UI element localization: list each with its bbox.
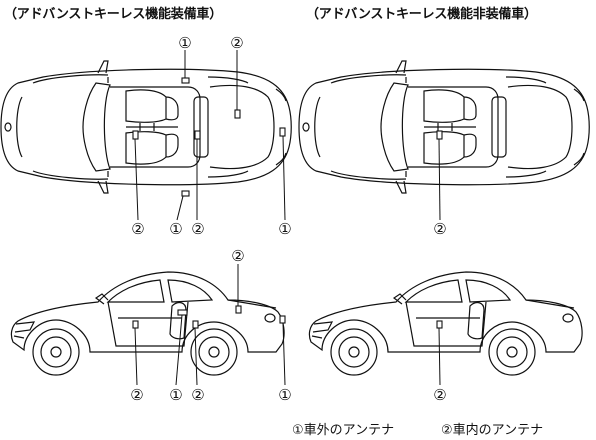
antenna-inside-side-front-non-keyless <box>436 320 443 329</box>
antenna-inside-top-front <box>132 130 139 140</box>
antenna-inside-top-center <box>194 130 201 140</box>
antenna-outside-side-rear <box>279 315 286 324</box>
marker-inside-2: ② <box>131 220 144 238</box>
title-without-keyless: （アドバンストキーレス機能非装備車） <box>306 7 537 22</box>
marker-outside-2: ① <box>169 220 182 238</box>
antenna-inside-top-front-non-keyless <box>436 130 443 140</box>
car-side-view-with-keyless <box>10 271 285 376</box>
antenna-outside-top-rear <box>279 127 286 137</box>
marker-outside-1: ① <box>178 34 191 52</box>
car-top-view-with-keyless <box>0 60 292 194</box>
antenna-inside-side-front <box>132 320 139 329</box>
antenna-outside-side-door-handle <box>177 309 188 316</box>
marker-inside-1: ② <box>230 34 243 52</box>
marker-inside-8: ② <box>433 386 446 404</box>
marker-outside-4: ① <box>169 386 182 404</box>
legend-inside-antenna: ②車内のアンテナ <box>441 423 544 438</box>
antenna-outside-top-left-door <box>181 77 190 84</box>
marker-inside-6: ② <box>130 386 143 404</box>
title-with-keyless: （アドバンストキーレス機能装備車） <box>4 7 222 22</box>
marker-inside-7: ② <box>191 386 204 404</box>
legend-outside-antenna: ①車外のアンテナ <box>292 423 395 438</box>
antenna-outside-top-right-door <box>181 190 190 197</box>
marker-outside-5: ① <box>278 386 291 404</box>
antenna-inside-top-rear <box>234 109 241 119</box>
car-top-view-without-keyless <box>298 60 590 194</box>
antenna-inside-side-rear <box>235 305 242 314</box>
marker-inside-3: ② <box>191 220 204 238</box>
marker-inside-4: ② <box>433 220 446 238</box>
marker-inside-5: ② <box>231 247 244 265</box>
car-side-view-without-keyless <box>308 271 583 376</box>
antenna-inside-side-center <box>192 320 199 329</box>
marker-outside-3: ① <box>278 220 291 238</box>
